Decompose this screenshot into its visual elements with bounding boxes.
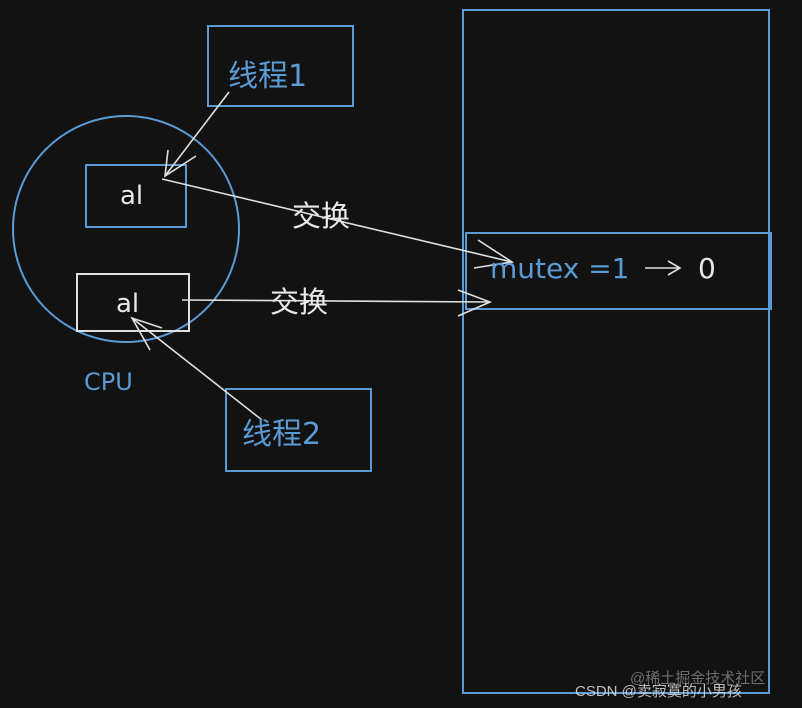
exchange-top-label: 交换 [292, 199, 350, 233]
thread1-label: 线程1 [228, 59, 307, 94]
mutex-label: mutex =1 [490, 252, 629, 285]
thread1-arrow [164, 91, 230, 178]
thread2-label: 线程2 [242, 417, 321, 452]
thread1-box [207, 25, 354, 107]
cpu-label: CPU [84, 368, 133, 396]
register-bottom-box [76, 273, 190, 332]
memory-block [462, 9, 770, 694]
register-top-box [85, 164, 187, 228]
exchange-bottom-arrow [181, 289, 493, 317]
thread2-arrow [130, 316, 263, 421]
register-top-label: al [120, 181, 143, 211]
exchange-bottom-label: 交换 [270, 285, 328, 319]
mutex-cell [465, 232, 772, 310]
cpu-circle [12, 115, 240, 343]
register-bottom-label: al [116, 289, 139, 319]
value-change-arrow [645, 260, 682, 276]
thread2-box [225, 388, 372, 472]
exchange-top-arrow [161, 178, 515, 269]
csdn-watermark: CSDN @卖寂寞的小男孩 [575, 683, 742, 700]
juejin-watermark: @稀土掘金技术社区 [630, 670, 766, 687]
mutex-new-value: 0 [698, 252, 716, 285]
